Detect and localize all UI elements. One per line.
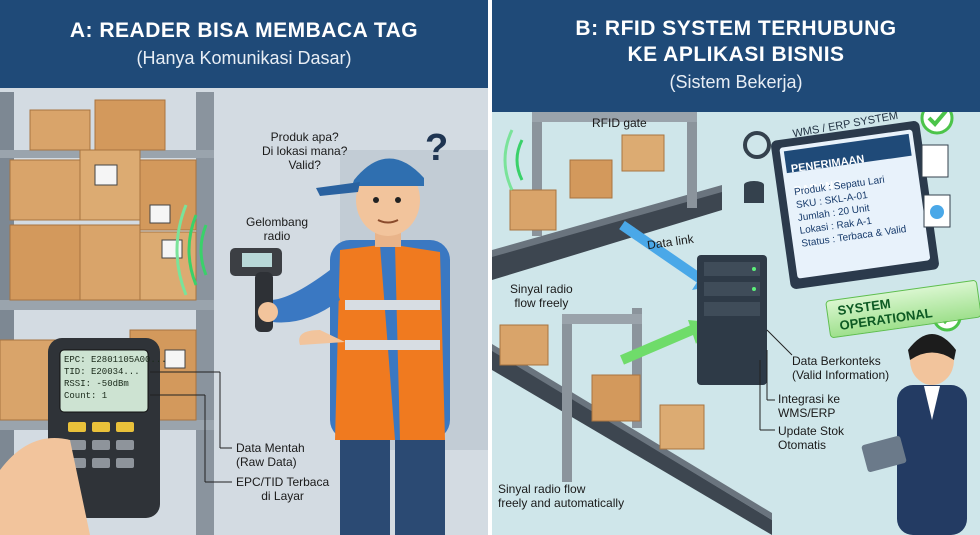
erp-row-key: Status: [800, 234, 831, 250]
rfid-gate-label: RFID gate: [592, 116, 647, 130]
panel-a-reader-only: ? A: READER BISA MEMBACA TAG (Hanya Komu…: [0, 0, 488, 535]
panel-b-connected-system: B: RFID SYSTEM TERHUBUNG KE APLIKASI BIS…: [492, 0, 980, 535]
reader-count: Count: 1: [64, 391, 108, 401]
integration-line-1: Integrasi ke: [778, 392, 841, 406]
panel-a-subtitle: (Hanya Komunikasi Dasar): [136, 48, 352, 68]
question-line-3: Valid?: [288, 158, 321, 172]
signal-label-2-line-2: freely and automatically: [498, 496, 625, 510]
panel-b-header: B: RFID SYSTEM TERHUBUNG KE APLIKASI BIS…: [492, 0, 980, 112]
signal-label-2-line-1: Sinyal radio flow: [498, 482, 586, 496]
signal-label-1: Sinyal radio flow freely: [510, 282, 573, 310]
update-stock-line-1: Update Stok: [778, 424, 845, 438]
erp-card: PENERIMAAN BARANG Produk : Sepatu Lari S…: [784, 142, 927, 288]
raw-data-title: Data Mentah: [236, 441, 305, 455]
svg-text:?: ?: [425, 127, 448, 169]
panel-b-title-line-1: B: RFID SYSTEM TERHUBUNG: [575, 17, 897, 40]
wave-label-line-1: Gelombang: [246, 215, 309, 229]
panel-a-header: A: READER BISA MEMBACA TAG (Hanya Komuni…: [0, 0, 488, 88]
context-data-note: (Valid Information): [792, 368, 890, 382]
epc-read-label: EPC/TID Terbaca di Layar: [236, 475, 329, 503]
signal-label-1-line-2: flow freely: [514, 296, 569, 310]
panel-divider: [488, 0, 492, 535]
wave-label-line-2: radio: [263, 229, 291, 243]
panel-a-title: A: READER BISA MEMBACA TAG: [69, 19, 419, 42]
question-line-1: Produk apa?: [270, 130, 339, 144]
reader-tid: TID: E20034...: [64, 367, 140, 377]
panel-b-title-line-2: KE APLIKASI BISNIS: [627, 43, 845, 66]
context-data-label: Data Berkonteks (Valid Information): [792, 354, 889, 382]
warehouse-scene-a: ?: [0, 88, 488, 535]
update-stock-line-2: Otomatis: [778, 438, 827, 452]
reader-rssi: RSSI: -50dBm: [64, 379, 129, 389]
worker-question-bubble: Produk apa? Di lokasi mana? Valid?: [262, 130, 347, 172]
panel-b-subtitle: (Sistem Bekerja): [669, 72, 803, 92]
integration-line-2: WMS/ERP: [778, 406, 836, 420]
signal-label-1-line-1: Sinyal radio: [510, 282, 573, 296]
reader-screen: EPC: E2801105A00... TID: E20034... RSSI:…: [64, 354, 167, 402]
signal-label-2: Sinyal radio flow freely and automatical…: [498, 482, 624, 510]
erp-card-rows: Produk : Sepatu Lari SKU : SKL-A-01 Juml…: [793, 172, 908, 251]
wave-label: Gelombang radio: [246, 215, 308, 243]
raw-data-note: (Raw Data): [236, 455, 297, 469]
epc-read-line-1: EPC/TID Terbaca: [236, 475, 330, 489]
update-stock-label: Update Stok Otomatis: [778, 424, 844, 452]
integration-label: Integrasi ke WMS/ERP: [778, 392, 840, 420]
question-line-2: Di lokasi mana?: [262, 144, 348, 158]
reader-epc: EPC: E2801105A00...: [64, 355, 167, 365]
raw-data-label: Data Mentah (Raw Data): [236, 441, 305, 469]
context-data-title: Data Berkonteks: [792, 354, 881, 368]
epc-read-line-2: di Layar: [261, 489, 304, 503]
